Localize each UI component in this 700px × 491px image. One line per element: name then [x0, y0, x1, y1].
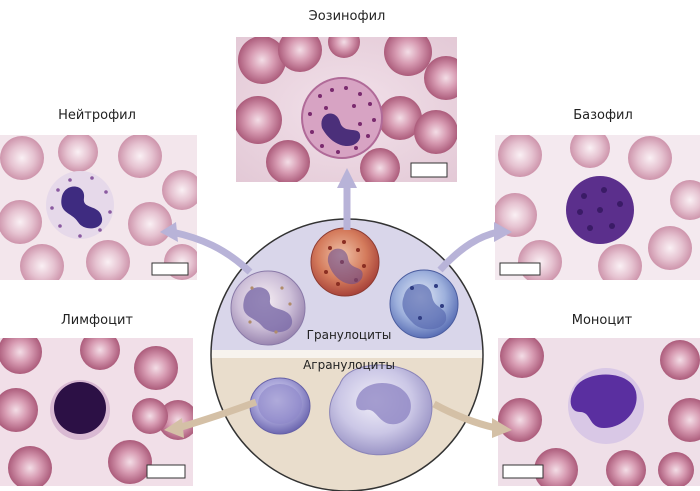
basophil-micrograph: [495, 135, 700, 280]
arrow-to-monocyte: [432, 400, 497, 432]
eosinophil-cell: [310, 227, 380, 297]
label-lymphocyte: Лимфоцит: [61, 313, 133, 328]
monocyte-micrograph: [498, 338, 700, 486]
label-agranulocytes: Агранулоциты: [303, 358, 395, 372]
label-neutrophil: Нейтрофил: [58, 108, 136, 123]
lymphocyte-micrograph: [0, 338, 193, 486]
arrow-to-lymphocyte: [176, 398, 258, 432]
eosinophil-micrograph: [236, 37, 457, 182]
lymphocyte-cell: [249, 377, 311, 435]
arrow-to-neutrophil: [171, 228, 253, 275]
neutrophil-cell: [230, 270, 306, 346]
neutrophil-micrograph: [0, 135, 197, 280]
label-monocyte: Моноцит: [571, 313, 633, 328]
monocyte-cell: [329, 364, 433, 456]
label-granulocytes: Гранулоциты: [306, 328, 392, 342]
basophil-cell: [389, 269, 459, 339]
arrow-to-basophil: [437, 228, 499, 273]
label-basophil: Базофил: [573, 108, 633, 123]
arrows: [160, 168, 512, 438]
label-eosinophil: Эозинофил: [308, 9, 386, 24]
